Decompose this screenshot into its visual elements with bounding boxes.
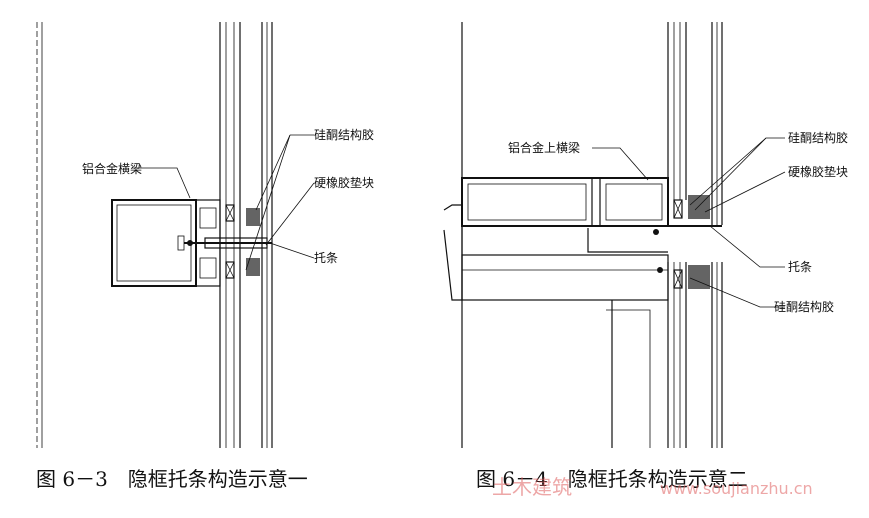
caption-left: 图 6－3 隐框托条构造示意一: [36, 467, 308, 491]
label-rubber-pad-right: 硬橡胶垫块: [788, 164, 848, 179]
glass-panel-lines: [219, 22, 273, 448]
label-silicone-adhesive-right-top: 硅酮结构胶: [788, 130, 848, 145]
left-leader-lines: [132, 134, 315, 271]
label-aluminum-crossbeam: 铝合金横梁: [82, 161, 142, 176]
caption-right: 图 6－4 隐框托条构造示意二: [476, 467, 748, 491]
lower-crossbeam: [443, 204, 669, 448]
upper-crossbeam: [461, 177, 669, 227]
aluminum-crossbeam-box: [111, 199, 197, 287]
right-silicone-blocks: [640, 195, 722, 289]
label-silicone-adhesive-right-bottom: 硅酮结构胶: [774, 299, 834, 314]
watermark-url: www.soujianzhu.cn: [660, 479, 813, 498]
watermark-cn: 土木建筑: [492, 475, 572, 499]
figure-right-drawing: [443, 22, 786, 448]
label-support-strip-left: 托条: [314, 251, 338, 265]
figure-left-drawing: [36, 22, 315, 448]
right-leader-lines: [592, 137, 786, 308]
fixing-clip: [177, 199, 272, 287]
right-glass-lines: [667, 22, 723, 448]
label-support-strip-right: 托条: [788, 260, 812, 274]
label-rubber-pad-left: 硬橡胶垫块: [314, 175, 374, 190]
label-silicone-adhesive-left: 硅酮结构胶: [314, 127, 374, 142]
label-aluminum-upper-crossbeam: 铝合金上横梁: [508, 140, 580, 155]
silicone-blocks: [225, 204, 260, 279]
